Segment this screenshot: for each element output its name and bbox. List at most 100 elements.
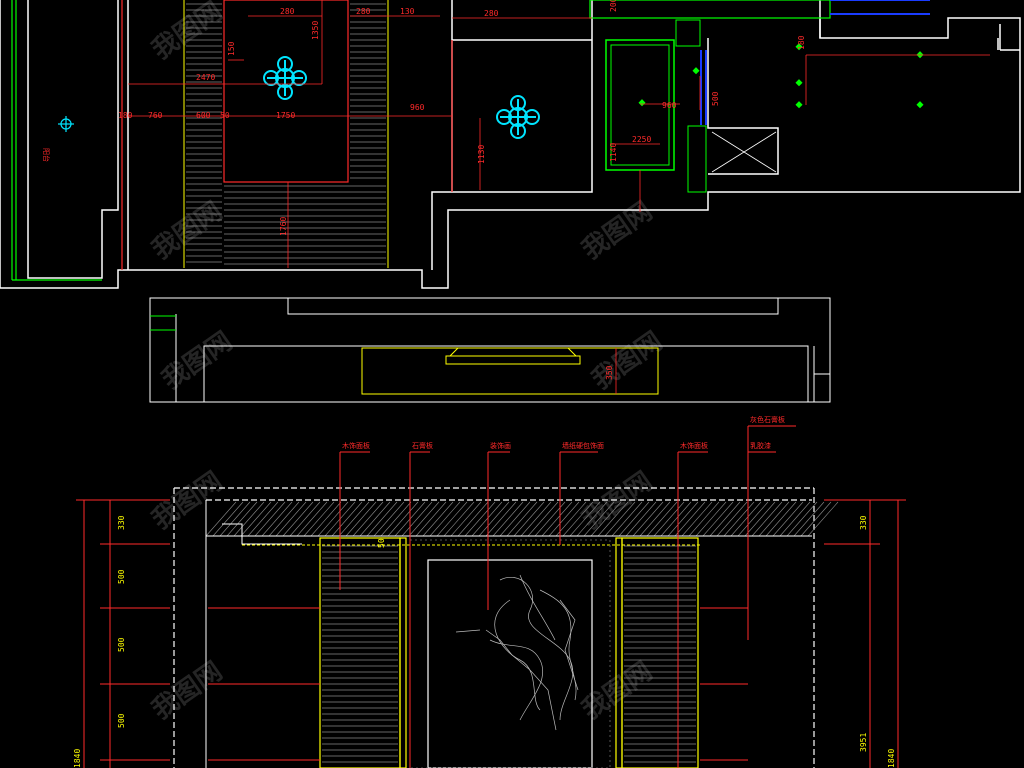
dim-text: 50 bbox=[220, 111, 230, 120]
svg-text:我图网: 我图网 bbox=[157, 326, 238, 395]
hatch-line bbox=[373, 501, 405, 537]
hatch-line bbox=[247, 501, 279, 537]
hatch-line bbox=[268, 501, 300, 537]
hatch-line bbox=[443, 501, 475, 537]
dim-text: 180 bbox=[118, 111, 133, 120]
balcony-window-frame bbox=[11, 0, 831, 281]
dim-text: 500 bbox=[117, 569, 126, 584]
hatch-line bbox=[436, 501, 468, 537]
hatch-line bbox=[513, 501, 545, 537]
dim-text: 1130 bbox=[477, 145, 486, 164]
dim-text: 180 bbox=[797, 35, 806, 50]
hatch-line bbox=[401, 501, 433, 537]
hatch-line bbox=[786, 501, 818, 537]
hatch-line bbox=[569, 501, 601, 537]
leader-label: 墙纸硬包饰面 bbox=[562, 441, 604, 450]
hatch-line bbox=[527, 501, 559, 537]
tv-wall-section: 350 bbox=[149, 297, 831, 403]
hatch-line bbox=[583, 501, 615, 537]
hatch-line bbox=[492, 501, 524, 537]
hatch-line bbox=[611, 501, 643, 537]
panel-slats bbox=[322, 545, 696, 763]
hatch-line bbox=[499, 501, 531, 537]
svg-text:我图网: 我图网 bbox=[577, 196, 658, 265]
hatch-line bbox=[751, 501, 783, 537]
svg-text:我图网: 我图网 bbox=[147, 196, 228, 265]
hatch-line bbox=[338, 501, 370, 537]
hatch-line bbox=[282, 501, 314, 537]
hatch-line bbox=[429, 501, 461, 537]
plan-walls bbox=[0, 0, 1021, 289]
hatch-line bbox=[688, 501, 720, 537]
window-lines bbox=[700, 0, 930, 125]
leader-label: 木饰面板 bbox=[342, 441, 370, 450]
spot-lights bbox=[638, 43, 924, 109]
dim-text: 330 bbox=[117, 515, 126, 530]
dim-text: 50 bbox=[377, 538, 386, 548]
leader-label: 石膏板 bbox=[412, 441, 433, 450]
hatch-line bbox=[254, 501, 286, 537]
dim-text: 1350 bbox=[311, 21, 320, 40]
hatch-line bbox=[667, 501, 699, 537]
hatch-line bbox=[240, 501, 272, 537]
hatch-line bbox=[261, 501, 293, 537]
dim-text: 150 bbox=[227, 41, 236, 56]
ceiling-light-icon bbox=[263, 56, 307, 100]
hatch-line bbox=[625, 501, 657, 537]
dim-text: 280 bbox=[280, 7, 295, 16]
ceiling-trim bbox=[183, 0, 389, 268]
hatch-line bbox=[737, 501, 769, 537]
decorative-painting bbox=[409, 539, 611, 768]
downlight-icon bbox=[58, 116, 74, 132]
dim-text: 960 bbox=[662, 101, 677, 110]
hatch-line bbox=[471, 501, 503, 537]
hatch-line bbox=[359, 501, 391, 537]
plan-dimension-texts: 280 2470 180 760 600 50 1750 150 1350 28… bbox=[42, 0, 806, 236]
hatch-line bbox=[464, 501, 496, 537]
hatch-line bbox=[506, 501, 538, 537]
dim-text: 2250 bbox=[632, 135, 651, 144]
hatch-line bbox=[366, 501, 398, 537]
hatch-line bbox=[772, 501, 804, 537]
svg-text:我图网: 我图网 bbox=[577, 466, 658, 535]
hatch-line bbox=[562, 501, 594, 537]
ceiling-plan: 280 2470 180 760 600 50 1750 150 1350 28… bbox=[0, 0, 1021, 289]
dim-text: 280 bbox=[484, 9, 499, 18]
hatch-line bbox=[695, 501, 727, 537]
hatch-line bbox=[478, 501, 510, 537]
dim-text: 130 bbox=[400, 7, 415, 16]
dim-text: 960 bbox=[410, 103, 425, 112]
leader-label: 灰色石膏板 bbox=[750, 415, 785, 424]
hatch-line bbox=[520, 501, 552, 537]
plan-dimension-lines bbox=[128, 0, 990, 268]
hatch-line bbox=[807, 501, 839, 537]
hatch-line bbox=[723, 501, 755, 537]
hatch-line bbox=[765, 501, 797, 537]
dim-text: 500 bbox=[117, 637, 126, 652]
side-cabinet bbox=[605, 19, 707, 193]
hatch-line bbox=[485, 501, 517, 537]
hatch-line bbox=[289, 501, 321, 537]
leader-label: 乳胶漆 bbox=[750, 441, 771, 450]
hatch-line bbox=[702, 501, 734, 537]
dim-text: 1750 bbox=[276, 111, 295, 120]
hatch-line bbox=[674, 501, 706, 537]
hatch-line bbox=[303, 501, 335, 537]
dim-text: 1760 bbox=[279, 217, 288, 236]
hatch-line bbox=[212, 501, 244, 537]
dim-text: 3951 bbox=[859, 733, 868, 752]
tv-wall-elevation: 木饰面板 石膏板 装饰画 墙纸硬包饰面 木饰面板 灰色石膏板 乳胶漆 330 5… bbox=[73, 415, 906, 768]
hatch-line bbox=[660, 501, 692, 537]
hatch-line bbox=[779, 501, 811, 537]
hatch-line bbox=[653, 501, 685, 537]
dim-text: 1140 bbox=[609, 143, 618, 162]
hatching bbox=[186, 3, 386, 265]
dim-text: 760 bbox=[148, 111, 163, 120]
hatch-line bbox=[681, 501, 713, 537]
wall-panels bbox=[319, 537, 699, 768]
dim-text: 350 bbox=[605, 365, 614, 380]
dim-text: 200 bbox=[609, 0, 618, 12]
hatch-line bbox=[415, 501, 447, 537]
dim-text: 1840 bbox=[887, 749, 896, 768]
dim-text: 2470 bbox=[196, 73, 215, 82]
